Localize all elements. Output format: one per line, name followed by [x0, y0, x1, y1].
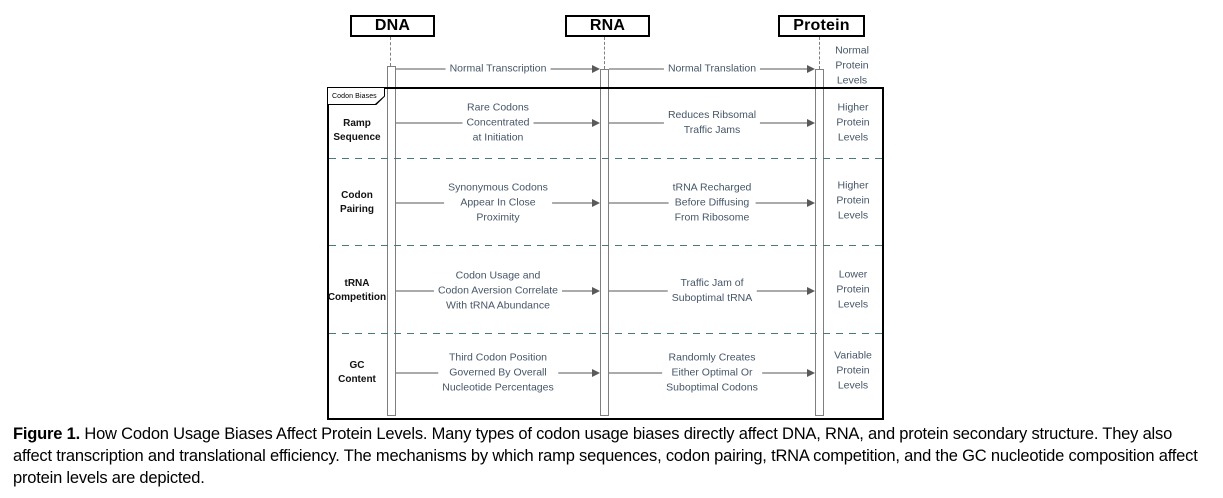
figure-caption-text: How Codon Usage Biases Affect Protein Le…: [13, 425, 1198, 487]
competition-dna-to-rna-label: Codon Usage and Codon Aversion Correlate…: [433, 268, 563, 314]
protein-activation-bar: [815, 69, 824, 416]
ramp-rna-to-protein-label: Reduces Ribsomal Traffic Jams: [663, 108, 761, 138]
competition-result-label: Lower Protein Levels: [836, 268, 870, 311]
rna-activation-bar: [600, 69, 609, 416]
column-header-rna: RNA: [565, 15, 650, 37]
row-separator: [329, 333, 882, 334]
normal-protein-levels-label: Normal Protein Levels: [835, 44, 869, 87]
dna-lifeline: [390, 37, 391, 66]
row-label-codon-pairing: Codon Pairing: [340, 190, 374, 215]
competition-rna-to-protein-label: Traffic Jam of Suboptimal tRNA: [667, 276, 757, 306]
row-label-gc-content: GC Content: [338, 360, 376, 385]
figure-caption: Figure 1. How Codon Usage Biases Affect …: [13, 423, 1215, 489]
row-label-trna-competition: tRNA Competition: [327, 278, 387, 303]
ramp-dna-to-rna-label: Rare Codons Concentrated at Initiation: [462, 100, 534, 146]
gc-rna-to-protein-label: Randomly Creates Either Optimal Or Subop…: [662, 350, 762, 396]
pairing-result-label: Higher Protein Levels: [836, 179, 870, 222]
pairing-dna-to-rna-label: Synonymous Codons Appear In Close Proxim…: [444, 180, 552, 226]
normal-translation-label: Normal Translation: [663, 61, 761, 77]
row-label-ramp-sequence: Ramp Sequence: [333, 118, 381, 143]
protein-lifeline: [819, 37, 820, 69]
pairing-rna-to-protein-label: tRNA Recharged Before Diffusing From Rib…: [668, 180, 756, 226]
dna-activation-bar: [387, 66, 396, 416]
codon-biases-frame-label: Codon Biases: [328, 88, 384, 104]
column-header-protein: Protein: [778, 15, 865, 37]
figure-caption-number: Figure 1.: [13, 425, 80, 443]
rna-lifeline: [604, 37, 605, 69]
ramp-result-label: Higher Protein Levels: [836, 101, 870, 144]
gc-result-label: Variable Protein Levels: [834, 349, 872, 392]
gc-dna-to-rna-label: Third Codon Position Governed By Overall…: [438, 350, 558, 396]
codon-biases-frame-tab: Codon Biases: [327, 87, 385, 105]
normal-transcription-label: Normal Transcription: [445, 61, 551, 77]
row-separator: [329, 245, 882, 246]
row-separator: [329, 158, 882, 159]
column-header-dna: DNA: [350, 15, 435, 37]
